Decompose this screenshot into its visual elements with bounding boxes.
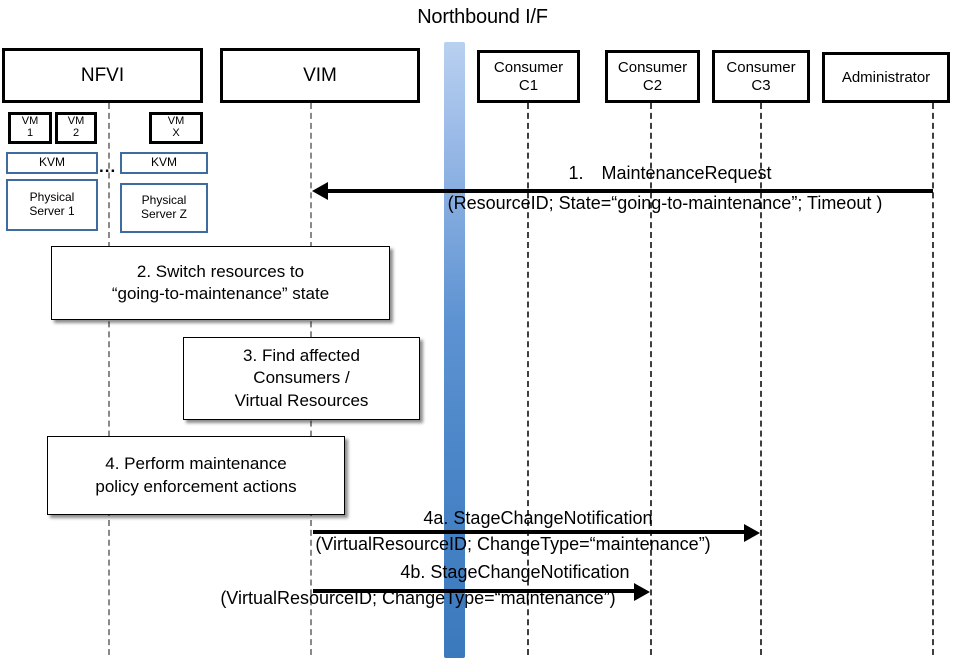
message-4b-params: (VirtualResourceID; ChangeType=“maintena… <box>220 588 616 608</box>
message-4b-arrow-line <box>313 589 635 593</box>
lifeline-consumer-c3 <box>760 103 762 655</box>
actor-administrator-label: Administrator <box>841 68 931 86</box>
vm-box-x: VM X <box>149 112 203 144</box>
note-box-2: 2. Switch resources to “going-to-mainten… <box>51 246 390 320</box>
physical-server-1: Physical Server 1 <box>6 179 98 231</box>
actor-vim-label: VIM <box>303 64 337 86</box>
actor-consumer-c1[interactable]: Consumer C1 <box>477 50 580 103</box>
message-1-params: (ResourceID; State=“going-to-maintenance… <box>447 193 883 213</box>
message-4b-arrow-head <box>634 583 650 601</box>
hypervisor-kvm-1: KVM <box>6 152 98 174</box>
lifeline-consumer-c2 <box>650 103 652 655</box>
lifeline-administrator <box>932 103 934 655</box>
actor-vim[interactable]: VIM <box>220 48 420 103</box>
note-box-4: 4. Perform maintenance policy enforcemen… <box>47 436 345 515</box>
message-1-arrow-head <box>312 182 328 200</box>
northbound-interface-bar <box>444 42 465 658</box>
message-4b-name: 4b. StageChangeNotification <box>400 562 630 582</box>
actor-nfvi[interactable]: NFVI <box>2 48 203 103</box>
lifeline-nfvi <box>108 103 110 655</box>
message-4a-params: (VirtualResourceID; ChangeType=“maintena… <box>315 534 711 554</box>
note-box-3: 3. Find affected Consumers / Virtual Res… <box>183 337 420 420</box>
physical-server-z: Physical Server Z <box>120 183 208 233</box>
message-1-arrow-line <box>328 189 933 193</box>
hypervisor-kvm-2: KVM <box>120 152 208 174</box>
message-4a-name: 4a. StageChangeNotification <box>423 508 653 528</box>
actor-nfvi-label: NFVI <box>80 64 125 86</box>
actor-consumer-c3-label: Consumer C3 <box>726 59 796 94</box>
message-4a-arrow-line <box>313 530 745 534</box>
lifeline-consumer-c1 <box>527 103 529 655</box>
message-1-name: 1. MaintenanceRequest <box>568 163 772 183</box>
actor-consumer-c1-label: Consumer C1 <box>493 59 564 94</box>
vm-box-2: VM 2 <box>55 112 97 144</box>
actor-administrator[interactable]: Administrator <box>822 52 950 103</box>
page-title: Northbound I/F <box>417 6 548 28</box>
actor-consumer-c2[interactable]: Consumer C2 <box>605 50 700 103</box>
actor-consumer-c3[interactable]: Consumer C3 <box>712 50 810 103</box>
actor-consumer-c2-label: Consumer C2 <box>617 59 688 94</box>
message-4a-arrow-head <box>744 524 760 542</box>
ellipsis-dots: ... <box>99 157 117 176</box>
vm-box-1: VM 1 <box>8 112 52 144</box>
